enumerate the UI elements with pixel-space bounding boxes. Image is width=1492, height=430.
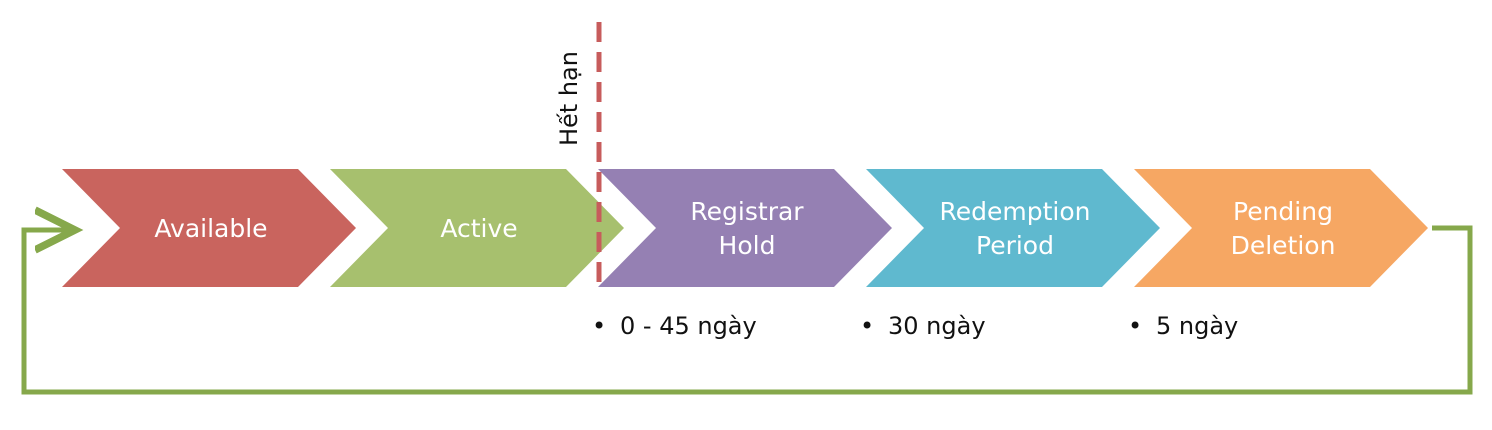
stage-chevron bbox=[598, 169, 892, 287]
duration-text: 0 - 45 ngày bbox=[620, 312, 757, 340]
duration-bullet: • bbox=[860, 312, 874, 340]
stage-chevron bbox=[866, 169, 1160, 287]
stage-chevron bbox=[62, 169, 356, 287]
stage-chevron bbox=[1134, 169, 1428, 287]
stage-label: Hold bbox=[719, 231, 776, 260]
stage-label: Pending bbox=[1233, 197, 1333, 226]
stage-label: Deletion bbox=[1231, 231, 1336, 260]
duration-text: 30 ngày bbox=[888, 312, 986, 340]
duration-list: • 0 - 45 ngày • 30 ngày • 5 ngày bbox=[592, 312, 1238, 340]
expiration-label: Hết hạn bbox=[555, 51, 583, 146]
stage-label: Redemption bbox=[940, 197, 1091, 226]
stage-label: Period bbox=[976, 231, 1054, 260]
return-loop-arrow bbox=[21, 228, 1473, 395]
duration-text: 5 ngày bbox=[1156, 312, 1238, 340]
duration-bullet: • bbox=[1128, 312, 1142, 340]
duration-bullet: • bbox=[592, 312, 606, 340]
stage-label: Available bbox=[154, 214, 267, 243]
stage-label: Registrar bbox=[690, 197, 804, 226]
stage-label: Active bbox=[440, 214, 517, 243]
stage-chevron bbox=[330, 169, 624, 287]
